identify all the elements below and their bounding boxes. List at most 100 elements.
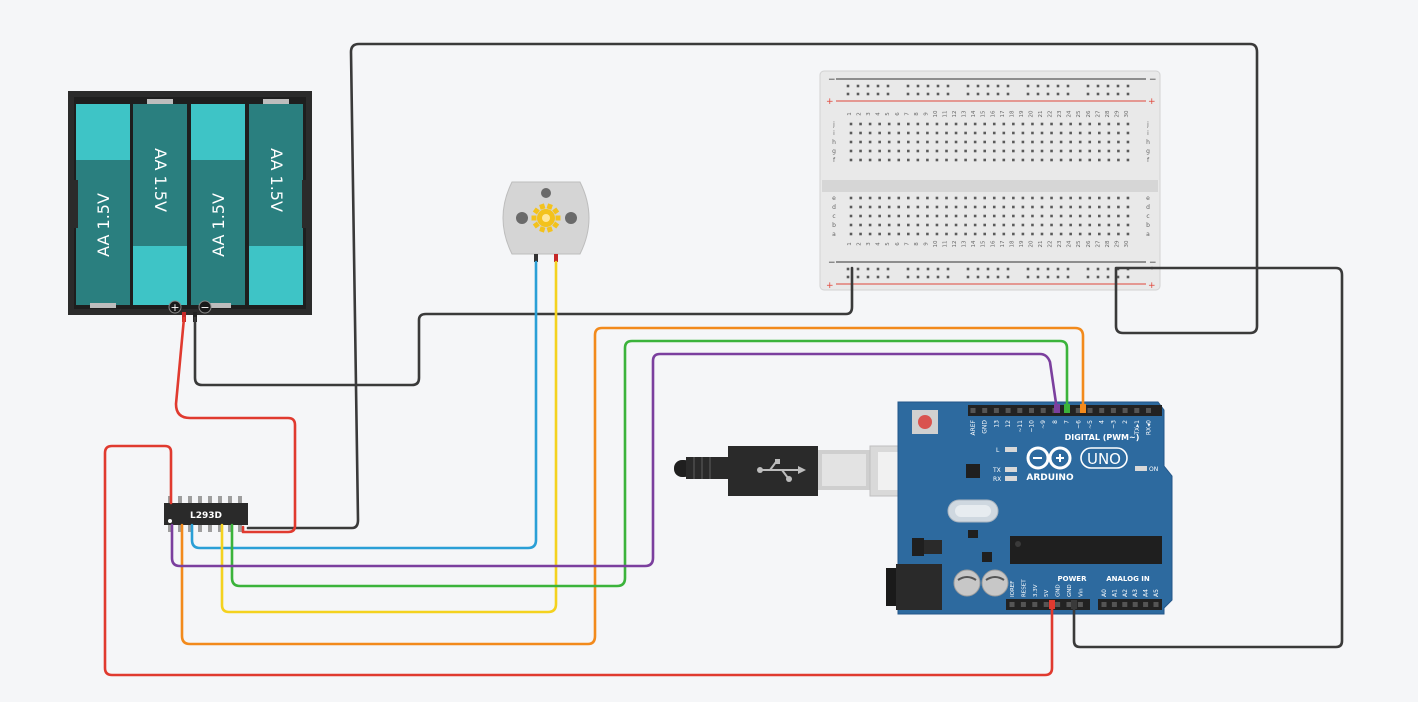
terminal-hole[interactable]: [1107, 196, 1111, 200]
chip-pin-top[interactable]: [238, 496, 242, 504]
terminal-hole[interactable]: [897, 140, 901, 144]
rail-hole[interactable]: [1116, 92, 1120, 96]
rail-hole[interactable]: [1066, 92, 1070, 96]
terminal-hole[interactable]: [935, 214, 939, 218]
terminal-hole[interactable]: [1078, 158, 1082, 162]
terminal-hole[interactable]: [859, 214, 862, 218]
terminal-hole[interactable]: [1126, 214, 1130, 218]
rail-hole[interactable]: [1066, 84, 1070, 88]
terminal-hole[interactable]: [887, 140, 891, 144]
terminal-hole[interactable]: [973, 223, 977, 227]
terminal-hole[interactable]: [878, 149, 881, 153]
terminal-hole[interactable]: [945, 149, 948, 153]
digital-pin[interactable]: [1005, 408, 1011, 413]
terminal-hole[interactable]: [897, 131, 901, 135]
rail-hole[interactable]: [996, 267, 1000, 271]
terminal-hole[interactable]: [1126, 140, 1130, 144]
terminal-hole[interactable]: [1069, 214, 1072, 218]
rail-hole[interactable]: [1086, 267, 1090, 271]
terminal-hole[interactable]: [945, 196, 948, 200]
terminal-hole[interactable]: [954, 214, 958, 218]
terminal-hole[interactable]: [878, 158, 881, 162]
terminal-hole[interactable]: [935, 149, 939, 153]
terminal-hole[interactable]: [897, 223, 901, 227]
rail-hole[interactable]: [966, 267, 970, 271]
terminal-hole[interactable]: [1126, 158, 1130, 162]
terminal-hole[interactable]: [1088, 131, 1092, 135]
terminal-hole[interactable]: [983, 214, 986, 218]
terminal-hole[interactable]: [1126, 131, 1130, 135]
terminal-hole[interactable]: [907, 223, 910, 227]
rail-hole[interactable]: [906, 267, 910, 271]
digital-pin[interactable]: [1017, 408, 1023, 413]
digital-pin[interactable]: [1099, 408, 1105, 413]
terminal-hole[interactable]: [1126, 232, 1130, 236]
terminal-hole[interactable]: [954, 149, 958, 153]
terminal-hole[interactable]: [1126, 196, 1130, 200]
terminal-hole[interactable]: [945, 122, 948, 126]
terminal-hole[interactable]: [849, 196, 853, 200]
terminal-hole[interactable]: [849, 149, 853, 153]
terminal-hole[interactable]: [1078, 140, 1082, 144]
terminal-hole[interactable]: [973, 158, 977, 162]
power-pin[interactable]: [1020, 602, 1026, 607]
rail-hole[interactable]: [1086, 84, 1090, 88]
terminal-hole[interactable]: [1098, 205, 1101, 209]
terminal-hole[interactable]: [1117, 205, 1120, 209]
terminal-hole[interactable]: [887, 131, 891, 135]
power-pin[interactable]: [1055, 602, 1061, 607]
terminal-hole[interactable]: [1050, 140, 1053, 144]
terminal-hole[interactable]: [1107, 131, 1111, 135]
chip-pin-bottom[interactable]: [168, 524, 172, 532]
terminal-hole[interactable]: [973, 196, 977, 200]
terminal-hole[interactable]: [878, 232, 881, 236]
breadboard[interactable]: − − + + − − + + 112233445566778899101011…: [819, 70, 1161, 291]
chip-pin-bottom[interactable]: [218, 524, 222, 532]
rail-hole[interactable]: [876, 84, 880, 88]
chip-pin-bottom[interactable]: [198, 524, 202, 532]
terminal-hole[interactable]: [964, 122, 967, 126]
terminal-hole[interactable]: [926, 158, 929, 162]
rail-hole[interactable]: [916, 275, 920, 279]
terminal-hole[interactable]: [916, 158, 920, 162]
terminal-hole[interactable]: [868, 149, 872, 153]
terminal-hole[interactable]: [1088, 214, 1092, 218]
terminal-hole[interactable]: [1088, 158, 1092, 162]
rail-hole[interactable]: [946, 275, 950, 279]
rail-hole[interactable]: [1036, 275, 1040, 279]
rail-hole[interactable]: [866, 84, 870, 88]
rail-hole[interactable]: [906, 92, 910, 96]
terminal-hole[interactable]: [1050, 149, 1053, 153]
terminal-hole[interactable]: [1107, 158, 1111, 162]
terminal-hole[interactable]: [878, 214, 881, 218]
terminal-hole[interactable]: [878, 140, 881, 144]
terminal-hole[interactable]: [849, 223, 853, 227]
rail-hole[interactable]: [936, 275, 940, 279]
terminal-hole[interactable]: [1002, 214, 1006, 218]
rail-hole[interactable]: [966, 92, 970, 96]
terminal-hole[interactable]: [1059, 149, 1063, 153]
terminal-hole[interactable]: [859, 122, 862, 126]
terminal-hole[interactable]: [849, 214, 853, 218]
rail-hole[interactable]: [1056, 92, 1060, 96]
terminal-hole[interactable]: [1012, 122, 1015, 126]
analog-pin[interactable]: [1143, 602, 1149, 607]
terminal-hole[interactable]: [1021, 131, 1025, 135]
terminal-hole[interactable]: [1012, 232, 1015, 236]
rail-hole[interactable]: [846, 275, 850, 279]
terminal-hole[interactable]: [992, 131, 996, 135]
terminal-hole[interactable]: [1069, 196, 1072, 200]
terminal-hole[interactable]: [983, 158, 986, 162]
terminal-hole[interactable]: [859, 205, 862, 209]
terminal-hole[interactable]: [1059, 223, 1063, 227]
terminal-hole[interactable]: [1012, 205, 1015, 209]
rail-hole[interactable]: [1026, 267, 1030, 271]
terminal-hole[interactable]: [992, 122, 996, 126]
rail-hole[interactable]: [1096, 84, 1100, 88]
rail-hole[interactable]: [1126, 84, 1130, 88]
rail-hole[interactable]: [1026, 92, 1030, 96]
terminal-hole[interactable]: [983, 140, 986, 144]
rail-hole[interactable]: [876, 267, 880, 271]
rail-hole[interactable]: [1036, 267, 1040, 271]
